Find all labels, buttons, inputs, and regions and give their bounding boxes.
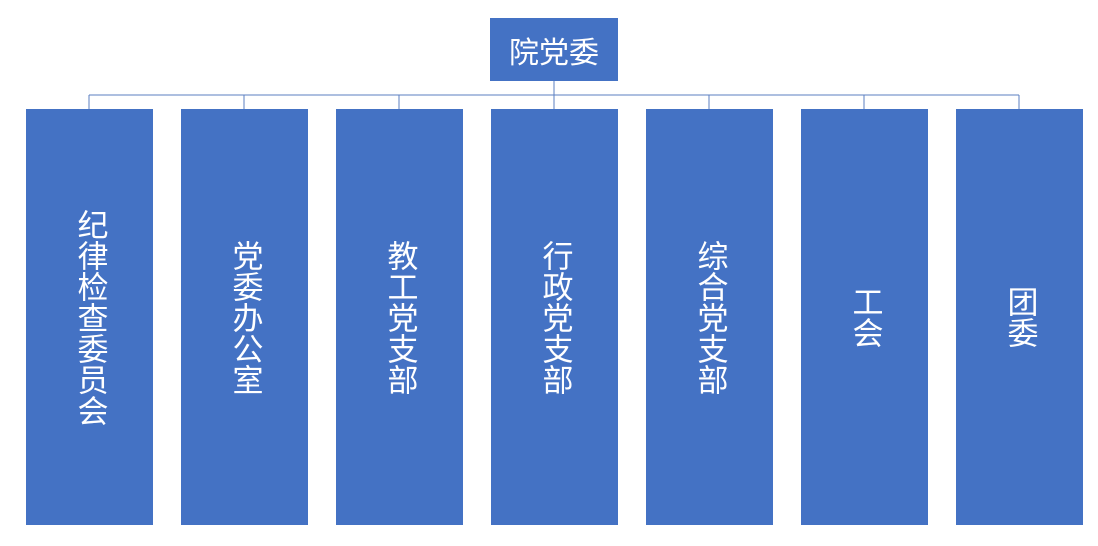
child-node-7-label: 团委 <box>1001 286 1038 348</box>
root-node: 院党委 <box>490 18 618 81</box>
root-node-label: 院党委 <box>509 35 599 71</box>
child-node-2-label: 党委办公室 <box>226 239 263 395</box>
child-node-6-label: 工会 <box>846 286 883 348</box>
child-node-5: 综合党支部 <box>646 109 773 525</box>
child-node-2: 党委办公室 <box>181 109 308 525</box>
child-node-1-label: 纪律检查委员会 <box>71 208 108 426</box>
child-node-3-label: 教工党支部 <box>381 239 418 395</box>
child-node-5-label: 综合党支部 <box>691 239 728 395</box>
child-node-3: 教工党支部 <box>336 109 463 525</box>
child-node-1: 纪律检查委员会 <box>26 109 153 525</box>
child-node-4-label: 行政党支部 <box>536 239 573 395</box>
child-node-4: 行政党支部 <box>491 109 618 525</box>
child-node-6: 工会 <box>801 109 928 525</box>
child-node-7: 团委 <box>956 109 1083 525</box>
